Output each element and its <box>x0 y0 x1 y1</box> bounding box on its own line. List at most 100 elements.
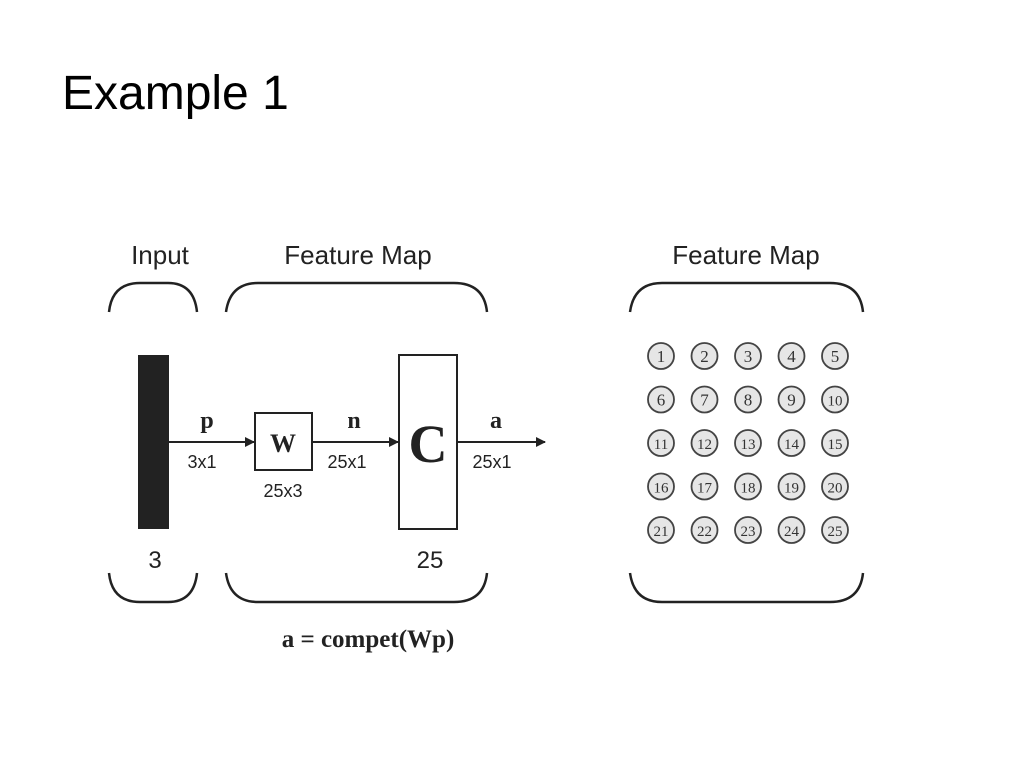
input-label: Input <box>131 240 190 270</box>
neuron-circle <box>777 516 806 544</box>
neuron-3: 3 <box>734 342 762 370</box>
neuron-label: 25 <box>828 524 843 540</box>
neuron-label: 19 <box>784 481 799 497</box>
neuron-circle <box>821 385 849 414</box>
neuron-label: 11 <box>654 437 668 453</box>
neuron-20: 20 <box>821 472 849 501</box>
neuron-circle <box>690 472 719 501</box>
neuron-label: 8 <box>744 391 753 410</box>
neuron-circle <box>734 385 762 414</box>
neuron-label: 10 <box>828 394 843 410</box>
neuron-label: 4 <box>787 347 796 366</box>
neuron-label: 1 <box>657 347 666 366</box>
feature-map-top-brace-left <box>224 281 489 313</box>
input-size: 3 <box>148 547 161 574</box>
neuron-6: 6 <box>647 385 675 414</box>
neuron-label: 17 <box>697 481 713 497</box>
neuron-circle <box>647 472 675 501</box>
feature-map-bottom-brace-left <box>224 572 489 604</box>
neuron-24: 24 <box>777 516 806 544</box>
neuron-label: 15 <box>828 437 843 453</box>
neuron-circle <box>821 472 849 501</box>
weight-matrix-box <box>254 412 313 471</box>
neuron-12: 12 <box>690 429 719 457</box>
neuron-label: 12 <box>697 437 712 453</box>
neuron-circle <box>647 342 675 370</box>
neuron-label: 21 <box>654 524 669 540</box>
a-label: a <box>490 408 502 434</box>
neuron-11: 11 <box>647 429 675 457</box>
n-label: n <box>347 408 360 434</box>
neuron-circle <box>647 516 675 544</box>
neuron-4: 4 <box>777 342 806 370</box>
neuron-label: 23 <box>741 524 756 540</box>
n-dims: 25x1 <box>327 452 366 472</box>
feature-map-label-right: Feature Map <box>672 240 819 270</box>
neuron-9: 9 <box>777 385 806 414</box>
neuron-14: 14 <box>777 429 806 457</box>
c-size: 25 <box>417 547 444 574</box>
p-dims: 3x1 <box>187 452 216 472</box>
neuron-label: 3 <box>744 347 753 366</box>
neuron-7: 7 <box>690 385 719 414</box>
a-dims: 25x1 <box>472 452 511 472</box>
neuron-circle <box>777 342 806 370</box>
input-top-brace <box>107 281 199 313</box>
neuron-22: 22 <box>690 516 719 544</box>
neuron-label: 2 <box>700 347 709 366</box>
neuron-circle <box>690 342 719 370</box>
neuron-circle <box>734 472 762 501</box>
w-dims: 25x3 <box>263 481 302 501</box>
neuron-circle <box>821 516 849 544</box>
neuron-label: 5 <box>831 347 840 366</box>
equation: a = compet(Wp) <box>282 626 455 653</box>
neuron-circle <box>734 516 762 544</box>
neuron-label: 20 <box>828 481 843 497</box>
neuron-1: 1 <box>647 342 675 370</box>
neuron-circle <box>734 342 762 370</box>
neuron-label: 7 <box>700 391 709 410</box>
neuron-13: 13 <box>734 429 762 457</box>
neuron-label: 13 <box>741 437 756 453</box>
neuron-5: 5 <box>821 342 849 370</box>
neuron-label: 14 <box>784 437 800 453</box>
neuron-label: 9 <box>787 391 796 410</box>
neuron-label: 18 <box>741 481 756 497</box>
c-label: C <box>409 414 448 474</box>
neuron-circle <box>690 516 719 544</box>
neuron-circle <box>777 385 806 414</box>
neuron-label: 16 <box>654 481 670 497</box>
p-label: p <box>200 408 213 434</box>
neuron-2: 2 <box>690 342 719 370</box>
neuron-circle <box>821 342 849 370</box>
neuron-label: 24 <box>784 524 800 540</box>
input-vector-bar <box>138 355 169 529</box>
neuron-circle <box>690 385 719 414</box>
w-label: W <box>270 429 296 458</box>
neuron-21: 21 <box>647 516 675 544</box>
input-bottom-brace <box>107 572 199 604</box>
compet-layer-box <box>398 354 458 530</box>
neuron-23: 23 <box>734 516 762 544</box>
slide-title: Example 1 <box>62 67 289 120</box>
neuron-15: 15 <box>821 429 849 457</box>
neuron-label: 22 <box>697 524 712 540</box>
neuron-25: 25 <box>821 516 849 544</box>
feature-map-top-brace-right <box>628 281 865 313</box>
neuron-circle <box>734 429 762 457</box>
neuron-circle <box>777 472 806 501</box>
neuron-circle <box>647 385 675 414</box>
neuron-8: 8 <box>734 385 762 414</box>
neuron-17: 17 <box>690 472 719 501</box>
neuron-circle <box>777 429 806 457</box>
neuron-19: 19 <box>777 472 806 501</box>
neuron-circle <box>690 429 719 457</box>
feature-map-label-left: Feature Map <box>284 240 431 270</box>
neuron-18: 18 <box>734 472 762 501</box>
neuron-circle <box>647 429 675 457</box>
neuron-10: 10 <box>821 385 849 414</box>
feature-map-bottom-brace-right <box>628 572 865 604</box>
neuron-label: 6 <box>657 391 666 410</box>
